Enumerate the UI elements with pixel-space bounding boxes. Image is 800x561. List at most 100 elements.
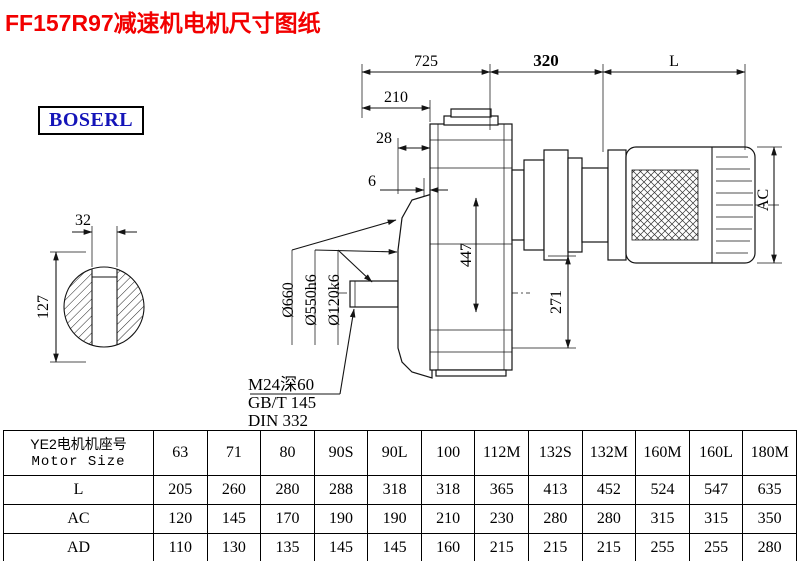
table-cell: 215 — [581, 533, 637, 561]
table-cell: 365 — [474, 475, 530, 505]
header-en: Motor Size — [31, 454, 126, 471]
size-col: 100 — [420, 430, 476, 476]
table-header-row: YE2电机机座号 Motor Size 63 71 80 90S 90L 100… — [3, 430, 797, 476]
size-col: 80 — [260, 430, 315, 476]
gear-housing — [429, 108, 513, 377]
technical-drawing: 725 320 L 210 28 6 — [35, 51, 782, 430]
size-col: 71 — [206, 430, 262, 476]
dim-725: 725 — [361, 53, 491, 130]
table-cell: 288 — [313, 475, 369, 505]
table-cell: 145 — [313, 533, 369, 561]
thread-note-line2: GB/T 145 — [248, 393, 316, 412]
table-cell: 255 — [635, 533, 690, 561]
table-row-AC: AC 120 145 170 190 190 210 230 280 280 3… — [3, 504, 797, 534]
dim-271: 271 — [512, 255, 576, 349]
dim-6: 6 — [368, 173, 448, 196]
table-cell: 413 — [528, 475, 583, 505]
dim-320-label: 320 — [533, 51, 559, 70]
table-cell: 205 — [153, 475, 208, 505]
dim-32: 32 — [72, 212, 137, 267]
size-col: 63 — [153, 430, 208, 476]
table-cell: 130 — [206, 533, 262, 561]
dim-320: 320 — [489, 51, 604, 152]
motor — [607, 146, 756, 264]
table-cell: 135 — [260, 533, 315, 561]
dim-725-label: 725 — [414, 53, 438, 70]
table-cell: 452 — [581, 475, 637, 505]
dim-210: 210 — [361, 89, 431, 122]
table-cell: 260 — [206, 475, 262, 505]
dim-660-label: Ø660 — [280, 282, 297, 318]
table-cell: 120 — [153, 504, 208, 534]
table-cell: 315 — [688, 504, 744, 534]
dim-127: 127 — [35, 251, 86, 363]
dimension-table: YE2电机机座号 Motor Size 63 71 80 90S 90L 100… — [3, 430, 797, 561]
table-cell: 145 — [367, 533, 422, 561]
dim-28-label: 28 — [376, 130, 392, 147]
table-cell: 110 — [153, 533, 208, 561]
table-cell: 230 — [474, 504, 530, 534]
table-header-motor-size: YE2电机机座号 Motor Size — [3, 430, 154, 476]
dim-120k6: Ø120k6 — [326, 249, 373, 345]
dim-447-label: 447 — [458, 243, 475, 267]
table-cell: 210 — [420, 504, 476, 534]
dim-120k6-label: Ø120k6 — [326, 274, 343, 326]
dim-32-label: 32 — [75, 212, 91, 229]
page-title: FF157R97减速机电机尺寸图纸 — [5, 10, 321, 36]
output-shaft — [349, 280, 399, 308]
size-col: 90S — [313, 430, 369, 476]
size-col: 160M — [635, 430, 690, 476]
motor-fins — [716, 156, 753, 254]
table-cell: 280 — [581, 504, 637, 534]
table-cell: 280 — [742, 533, 797, 561]
size-col: 132M — [581, 430, 637, 476]
table-cell: 318 — [420, 475, 476, 505]
table-cell: 160 — [420, 533, 476, 561]
thread-note: M24深60 GB/T 145 DIN 332 — [248, 308, 356, 430]
shaft-section-view — [63, 266, 145, 348]
dim-550h6-label: Ø550h6 — [303, 274, 320, 326]
dim-L-label: L — [669, 53, 679, 70]
table-cell: 315 — [635, 504, 690, 534]
dim-6-label: 6 — [368, 173, 376, 190]
table-cell: 524 — [635, 475, 690, 505]
dim-AC: AC — [755, 146, 782, 264]
dim-210-label: 210 — [384, 89, 408, 106]
dim-271-label: 271 — [548, 290, 565, 314]
dim-550h6: Ø550h6 — [303, 248, 398, 345]
dim-447: 447 — [458, 197, 479, 313]
size-col: 112M — [474, 430, 530, 476]
table-cell: 350 — [742, 504, 797, 534]
thread-note-line1: M24深60 — [248, 375, 314, 394]
table-cell: 635 — [742, 475, 797, 505]
row-label: AD — [3, 533, 154, 561]
size-col: 180M — [742, 430, 797, 476]
output-flange — [397, 193, 433, 379]
table-row-L: L 205 260 280 288 318 318 365 413 452 52… — [3, 475, 797, 505]
table-cell: 280 — [260, 475, 315, 505]
dim-28: 28 — [376, 130, 431, 194]
size-col: 160L — [688, 430, 744, 476]
table-cell: 547 — [688, 475, 744, 505]
dim-660: Ø660 — [280, 219, 397, 345]
row-label: L — [3, 475, 154, 505]
table-cell: 145 — [206, 504, 262, 534]
table-cell: 318 — [367, 475, 422, 505]
input-coupling — [511, 149, 609, 261]
motor-vent-grille — [631, 169, 699, 241]
size-col: 132S — [528, 430, 583, 476]
table-row-AD: AD 110 130 135 145 145 160 215 215 215 2… — [3, 533, 797, 561]
brand-logo: BOSERL — [38, 106, 145, 135]
table-cell: 280 — [528, 504, 583, 534]
table-cell: 215 — [474, 533, 530, 561]
header-cn: YE2电机机座号 — [30, 436, 127, 453]
row-label: AC — [3, 504, 154, 534]
dim-127-label: 127 — [35, 295, 52, 319]
table-cell: 215 — [528, 533, 583, 561]
table-cell: 190 — [367, 504, 422, 534]
thread-note-line3: DIN 332 — [248, 411, 308, 430]
table-cell: 170 — [260, 504, 315, 534]
dim-AC-label: AC — [755, 189, 772, 211]
dim-L: L — [602, 53, 746, 150]
